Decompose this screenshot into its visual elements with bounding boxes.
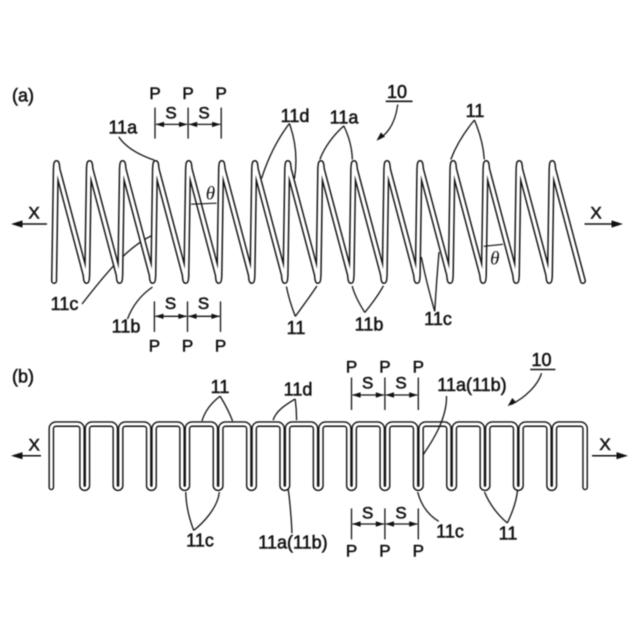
svg-text:P: P — [413, 542, 424, 561]
svg-text:S: S — [198, 104, 209, 123]
svg-text:11a: 11a — [108, 117, 138, 137]
svg-text:(a): (a) — [12, 86, 34, 106]
svg-text:P: P — [215, 337, 226, 356]
svg-text:11b: 11b — [112, 317, 141, 337]
svg-text:S: S — [362, 504, 373, 523]
svg-text:11d: 11d — [284, 380, 313, 400]
svg-text:P: P — [149, 337, 160, 356]
svg-text:11: 11 — [466, 101, 485, 121]
svg-text:P: P — [182, 84, 193, 103]
svg-text:P: P — [379, 358, 390, 377]
svg-text:P: P — [379, 542, 390, 561]
svg-text:P: P — [149, 84, 160, 103]
svg-text:P: P — [346, 358, 357, 377]
svg-text:P: P — [216, 84, 227, 103]
svg-text:11a(11b): 11a(11b) — [258, 533, 327, 553]
svg-text:S: S — [165, 294, 176, 313]
svg-text:X: X — [29, 436, 40, 455]
svg-text:11: 11 — [211, 377, 230, 397]
svg-text:P: P — [413, 358, 424, 377]
svg-text:S: S — [198, 294, 209, 313]
svg-text:11d: 11d — [281, 106, 310, 126]
svg-text:S: S — [362, 374, 373, 393]
svg-text:(b): (b) — [12, 367, 34, 387]
svg-text:S: S — [395, 504, 406, 523]
svg-text:11c: 11c — [186, 531, 214, 551]
svg-text:10: 10 — [387, 82, 407, 102]
svg-text:11b: 11b — [355, 315, 384, 335]
svg-text:11a: 11a — [330, 107, 360, 127]
svg-text:11c: 11c — [436, 522, 464, 542]
svg-text:P: P — [346, 542, 357, 561]
svg-text:S: S — [395, 374, 406, 393]
svg-text:X: X — [599, 435, 610, 454]
svg-text:P: P — [182, 337, 193, 356]
svg-text:X: X — [590, 204, 601, 223]
svg-text:θ: θ — [206, 184, 215, 205]
svg-text:X: X — [28, 204, 39, 223]
svg-text:S: S — [165, 104, 176, 123]
svg-text:11a(11b): 11a(11b) — [437, 375, 506, 395]
svg-text:11: 11 — [287, 318, 306, 338]
svg-text:θ: θ — [490, 249, 499, 270]
svg-text:10: 10 — [531, 350, 551, 370]
svg-text:11: 11 — [499, 524, 518, 544]
svg-text:11c: 11c — [51, 294, 79, 314]
svg-text:11c: 11c — [424, 309, 452, 329]
